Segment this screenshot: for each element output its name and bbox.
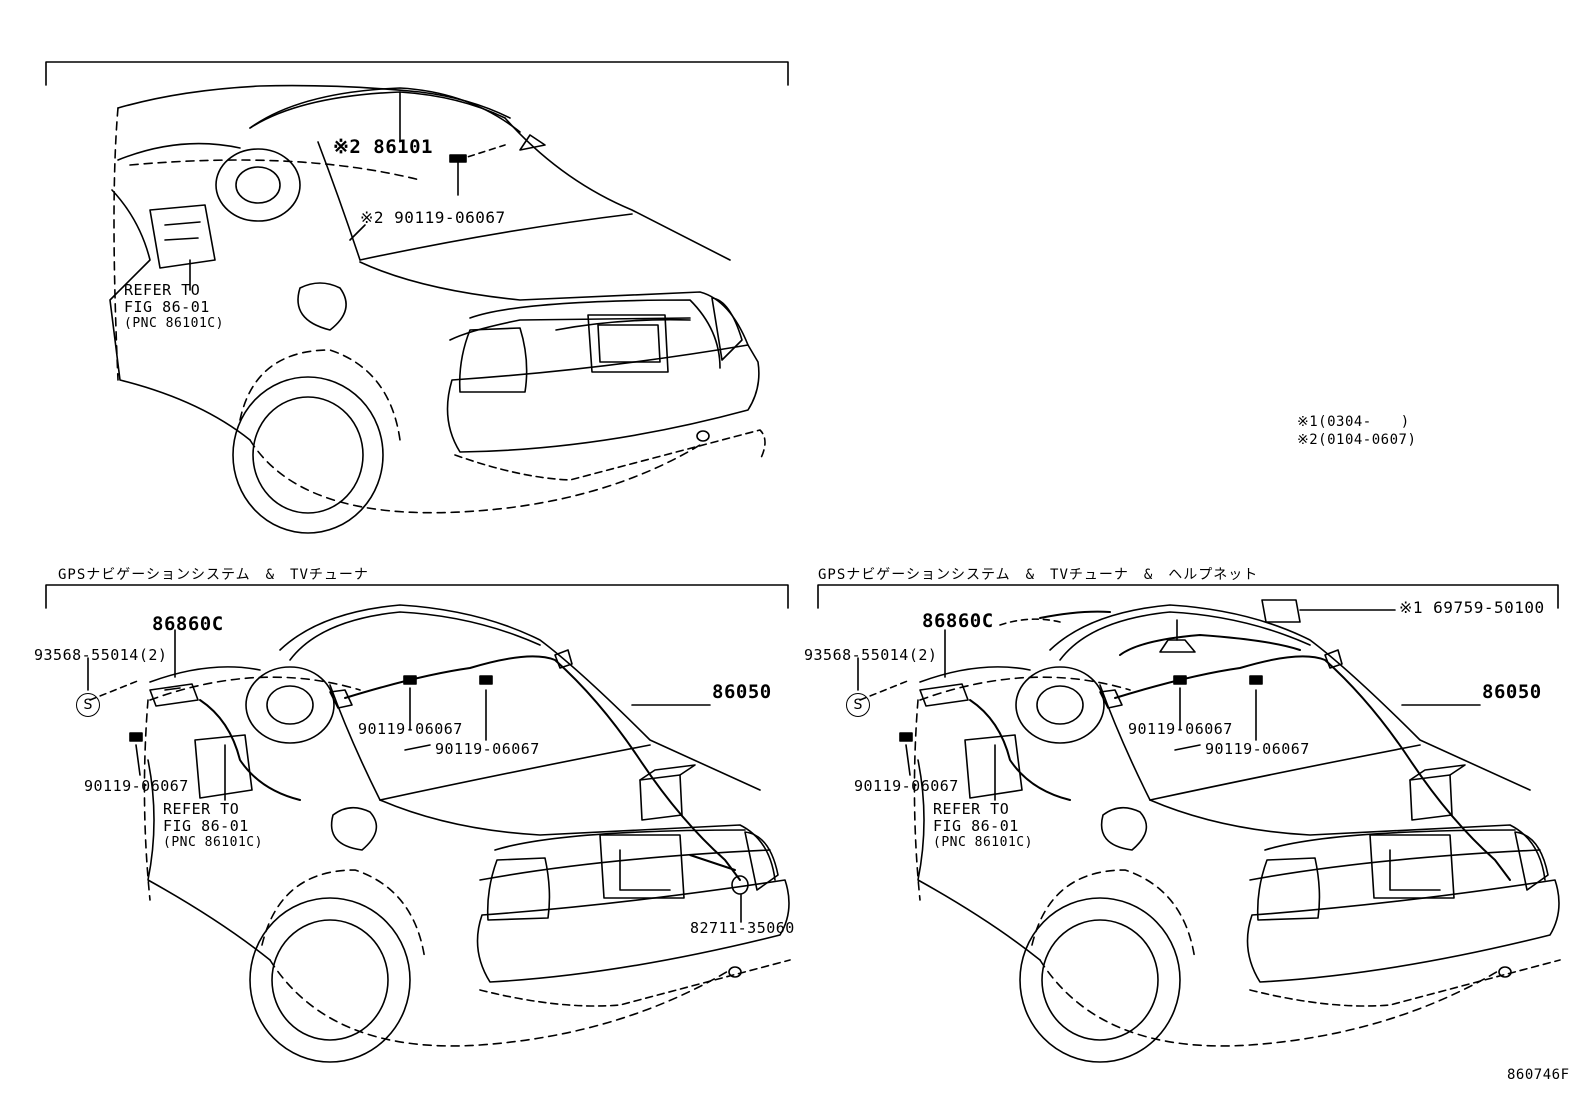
right-car-drawing [857,599,1561,1063]
footnote-1: ※1(0304- ) [1297,414,1410,430]
refer-to-line2: FIG 86-01 [163,817,249,835]
part-90119-06067-label-a[interactable]: 90119-06067 [1128,720,1233,738]
refer-to-line2: FIG 86-01 [124,298,210,316]
figure-code: 860746F [1507,1067,1570,1083]
top-panel-frame [45,61,789,86]
part-90119-06067-label-b[interactable]: 90119-06067 [435,740,540,758]
right-panel-header: GPSナビゲーションシステム & TVチューナ & ヘルプネット [818,567,1259,583]
refer-to-line3: (PNC 86101C) [933,835,1033,850]
refer-to-line1: REFER TO [933,800,1010,818]
part-82711-35060-label[interactable]: 82711-35060 [690,919,795,937]
top-car-drawing [109,84,766,534]
left-panel-frame [45,584,789,609]
s-symbol-icon: S [846,693,870,717]
part-86860C-label[interactable]: 86860C [152,613,224,635]
part-93568-55014-label[interactable]: 93568-55014(2) [34,646,168,664]
part-90119-06067-label-b[interactable]: 90119-06067 [1205,740,1310,758]
part-69759-50100-label[interactable]: ※1 69759-50100 [1399,598,1545,617]
right-panel-frame [817,584,1559,609]
refer-to-line2: FIG 86-01 [933,817,1019,835]
part-86860C-label[interactable]: 86860C [922,610,994,632]
part-86050-label[interactable]: 86050 [1482,681,1542,703]
s-symbol-icon: S [76,693,100,717]
footnote-2: ※2(0104-0607) [1297,432,1417,448]
part-86050-label[interactable]: 86050 [712,681,772,703]
part-90119-06067-label-c[interactable]: 90119-06067 [854,777,959,795]
part-90119-06067-label-c[interactable]: 90119-06067 [84,777,189,795]
part-86101-label[interactable]: ※2 86101 [333,136,433,158]
left-panel-header: GPSナビゲーションシステム & TVチューナ [58,567,369,583]
left-car-drawing [87,604,791,1063]
refer-to-line1: REFER TO [124,281,201,299]
refer-to-line3: (PNC 86101C) [163,835,263,850]
refer-to-line3: (PNC 86101C) [124,316,224,331]
refer-to-line1: REFER TO [163,800,240,818]
part-90119-06067-label-a[interactable]: 90119-06067 [358,720,463,738]
part-93568-55014-label[interactable]: 93568-55014(2) [804,646,938,664]
part-90119-06067-label[interactable]: ※2 90119-06067 [360,208,506,227]
